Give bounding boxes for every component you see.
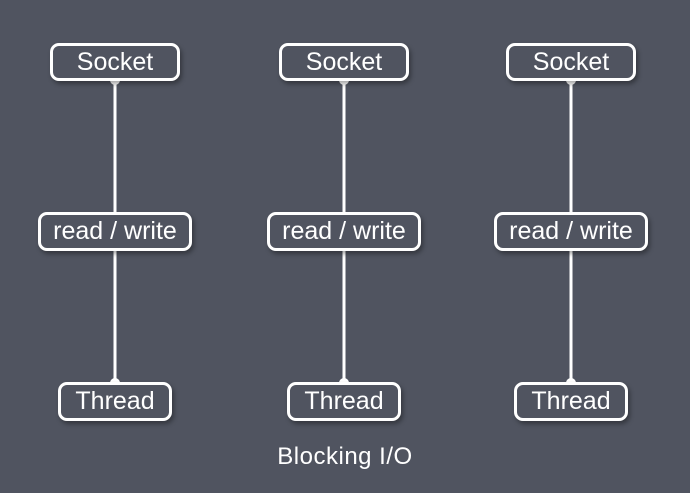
socket-node: Socket bbox=[279, 43, 409, 81]
thread-node: Thread bbox=[287, 382, 401, 421]
read-write-node: read / write bbox=[494, 212, 648, 251]
io-column-1: Socket read / write Thread bbox=[35, 0, 195, 493]
diagram-caption: Blocking I/O bbox=[277, 443, 413, 470]
thread-node: Thread bbox=[514, 382, 628, 421]
read-write-node: read / write bbox=[38, 212, 192, 251]
socket-label: Socket bbox=[76, 47, 154, 76]
io-column-2: Socket read / write Thread bbox=[264, 0, 424, 493]
socket-node: Socket bbox=[506, 43, 636, 81]
io-column-3: Socket read / write Thread bbox=[491, 0, 651, 493]
socket-label: Socket bbox=[305, 47, 383, 76]
read-write-label: read / write bbox=[509, 217, 633, 245]
read-write-node: read / write bbox=[267, 212, 421, 251]
read-write-label: read / write bbox=[282, 217, 406, 245]
thread-label: Thread bbox=[531, 387, 611, 415]
socket-node: Socket bbox=[50, 43, 180, 81]
thread-label: Thread bbox=[304, 387, 384, 415]
read-write-label: read / write bbox=[53, 217, 177, 245]
socket-label: Socket bbox=[532, 47, 610, 76]
thread-label: Thread bbox=[75, 387, 155, 415]
thread-node: Thread bbox=[58, 382, 172, 421]
